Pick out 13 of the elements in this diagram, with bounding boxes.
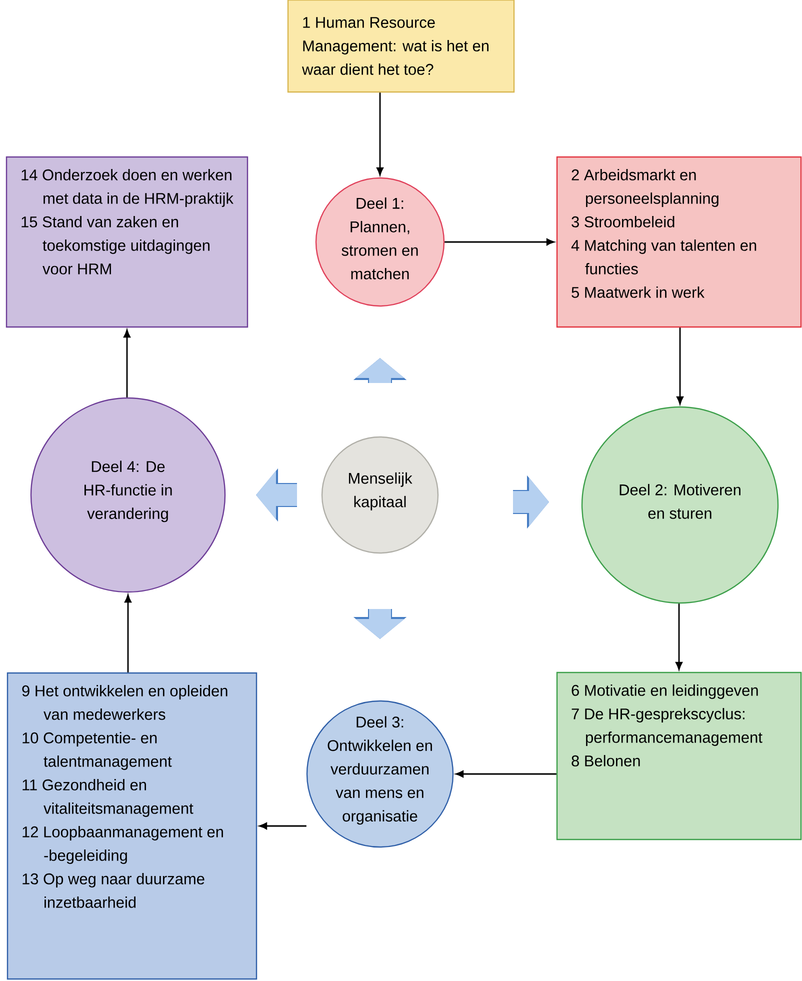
arrow [124, 594, 132, 672]
arrow [259, 822, 306, 830]
arrow [676, 328, 684, 404]
arrow [124, 330, 130, 398]
arrow [456, 770, 556, 778]
chapter-box: 1 Human Resource Management: wat is het en waar dient het toe? [287, 0, 515, 93]
chapter-box: 2 Arbeidsmarkt en personeelsplanning 3 Stroombeleid 4 Matching van talenten en functies 5 Maatwerk in werk [556, 156, 802, 328]
chapter-box: 6 Motivatie en leidinggeven 7 De HR-gesprekscyclus: performancemanagement 8 Belonen [556, 672, 802, 840]
arrow [676, 604, 682, 670]
chapter-box: 14 Onderzoek doen en werken met data in de HRM-praktijk 15 Stand van zaken en toekomstige uitdagingen voor HRM [6, 156, 248, 328]
chapter-box: 9 Het ontwikkelen en opleiden van medewerkers 10 Competentie- en talentmanagement 11 Gezondheid en vitaliteitsmanagement 12 Loopbaanmanagement en -begeleiding 13 Op weg naar duurzame inzetbaarheid [6, 672, 258, 980]
arrow [376, 92, 384, 176]
arrow [444, 238, 554, 246]
